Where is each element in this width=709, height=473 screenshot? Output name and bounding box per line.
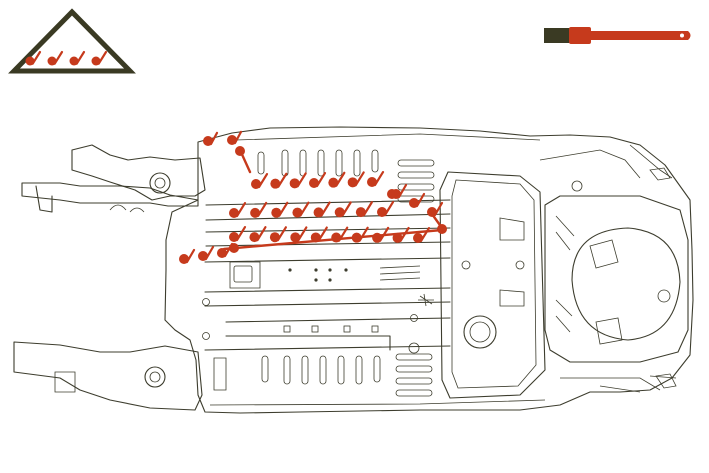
weld-mark	[269, 226, 287, 243]
underbody-line-art	[13, 126, 694, 414]
weld-endpoint	[229, 243, 239, 253]
brush-icon	[544, 27, 691, 44]
legend-weld-mark	[47, 50, 64, 66]
weld-seam-middle-rail	[229, 201, 395, 218]
weld-mark	[313, 201, 331, 218]
weld-endpoint	[235, 146, 245, 156]
weld-mark	[392, 226, 410, 243]
weld-seam-connector	[222, 228, 444, 251]
weld-mark	[328, 171, 346, 188]
weld-mark	[292, 201, 310, 218]
weld-mark	[229, 202, 247, 218]
weld-endpoint	[437, 224, 447, 234]
weld-mark	[227, 130, 243, 145]
weld-mark	[251, 173, 269, 189]
weld-mark	[347, 171, 365, 188]
weld-mark	[355, 201, 373, 218]
weld-mark	[250, 201, 268, 218]
weld-mark	[367, 171, 385, 187]
weld-mark	[229, 226, 247, 242]
weld-mark	[427, 201, 444, 217]
weld-mark	[377, 201, 395, 217]
weld-mark	[289, 172, 307, 189]
weld-mark	[309, 172, 327, 188]
weld-mark	[179, 248, 196, 264]
weld-mark	[290, 226, 308, 243]
weld-seam-upper-rail	[251, 171, 385, 189]
spot-weld-symbol-icon	[8, 8, 136, 74]
weld-mark	[203, 131, 219, 146]
weld-mark	[271, 201, 289, 218]
weld-seam-front-short	[203, 130, 243, 146]
legend-weld-mark	[91, 50, 108, 66]
legend-weld-mark	[25, 50, 42, 66]
legend-weld-mark	[69, 50, 86, 66]
weld-mark	[270, 172, 288, 189]
weld-marks	[179, 130, 447, 264]
weld-mark	[409, 192, 426, 208]
weld-mark	[249, 226, 267, 243]
weld-endpoint	[387, 189, 397, 199]
weld-mark	[198, 245, 215, 261]
weld-seam-front-lower-short	[179, 242, 234, 264]
weld-mark	[334, 201, 352, 218]
